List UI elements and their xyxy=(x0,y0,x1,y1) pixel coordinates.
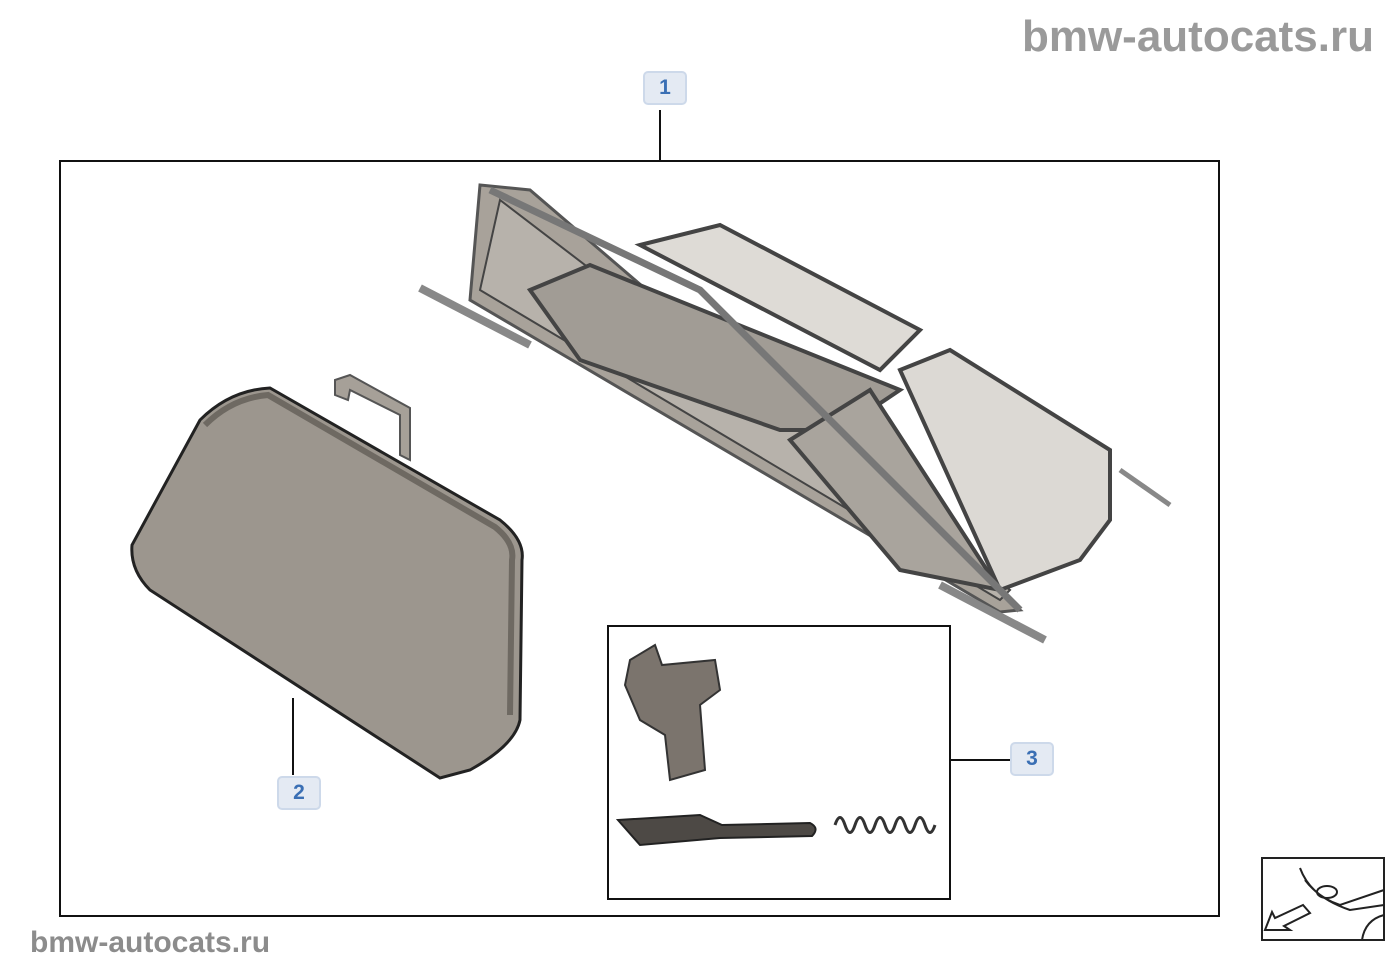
main-frame xyxy=(59,160,1220,917)
subframe-kit xyxy=(607,625,951,900)
callout-3[interactable]: 3 xyxy=(1010,742,1054,776)
storage-bag-image xyxy=(130,373,524,780)
callout-2[interactable]: 2 xyxy=(277,776,321,810)
wind-deflector-image xyxy=(418,183,1172,644)
watermark-top: bmw-autocats.ru xyxy=(1021,12,1374,61)
mounting-kit-image xyxy=(615,643,937,847)
watermark-bottom: bmw-autocats.ru xyxy=(30,926,271,959)
callout-1[interactable]: 1 xyxy=(643,71,687,105)
car-orientation-icon xyxy=(1261,857,1385,941)
